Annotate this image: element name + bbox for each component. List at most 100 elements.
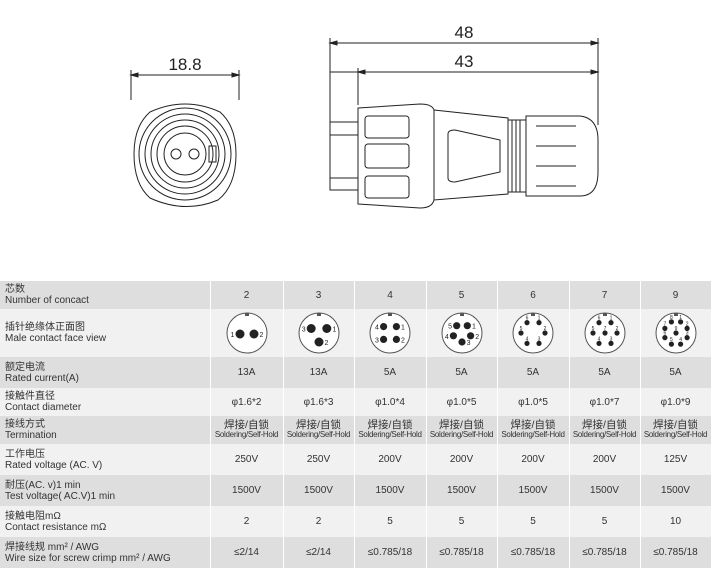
cell: 200V	[497, 444, 570, 475]
cell: 5A	[426, 357, 498, 388]
cell: 5	[354, 506, 427, 537]
face-pin-label: 3	[301, 327, 305, 334]
face-pin-label: 9	[674, 326, 677, 332]
cell: 250V	[210, 444, 284, 475]
face-pin	[235, 329, 244, 339]
face-pin-label: 4	[597, 336, 600, 342]
face-pin	[607, 340, 614, 346]
face-pin	[380, 323, 388, 331]
face-pin-label: 6	[597, 316, 600, 322]
face-pin-label: 1	[230, 332, 234, 339]
face-pin	[536, 320, 542, 326]
face-pin	[466, 332, 474, 340]
face-pin-label: 2	[475, 334, 479, 341]
face-pin-label: 4	[526, 336, 529, 342]
face-pin	[601, 330, 608, 336]
cell: 7	[569, 281, 641, 309]
face-pin	[661, 325, 667, 331]
cell: 1500V	[354, 475, 427, 506]
cell: φ1.6*2	[210, 388, 284, 416]
face-pin	[677, 319, 683, 325]
face-key	[459, 313, 464, 316]
cell: 1500V	[569, 475, 641, 506]
face-pin-label: 1	[538, 316, 541, 322]
cell: 5	[569, 506, 641, 537]
face-pin	[684, 335, 690, 341]
face-pin-label: 1	[679, 315, 682, 321]
cell: 2	[210, 506, 284, 537]
cell: 1500V	[640, 475, 711, 506]
cell: 6	[497, 281, 570, 309]
cell: ≤0.785/18	[497, 537, 570, 568]
face-pin	[668, 319, 674, 325]
face-pin-label: 4	[444, 334, 448, 341]
cell: 5A	[497, 357, 570, 388]
face-pin-label: 5	[591, 326, 594, 332]
cell: 5	[426, 281, 498, 309]
face-pin-label: 6	[526, 316, 529, 322]
face-key	[244, 313, 249, 316]
face-key	[531, 313, 535, 316]
face-pin-label: 3	[685, 331, 688, 337]
face-outline	[369, 312, 411, 354]
cell: φ1.6*3	[283, 388, 355, 416]
face-pin	[672, 330, 679, 336]
face-pin-label: 2	[259, 332, 263, 339]
face-pin-label: 5	[448, 324, 452, 331]
face-pin	[392, 335, 400, 343]
cell: 1500V	[283, 475, 355, 506]
cell: 1500V	[497, 475, 570, 506]
face-pin-label: 3	[538, 336, 541, 342]
face-pin	[542, 330, 548, 336]
technical-drawing: 18.8 48 43	[129, 23, 600, 209]
face-pin-label: 4	[375, 325, 379, 332]
face-pin	[452, 322, 460, 330]
face-key	[673, 313, 678, 316]
cell: 13A	[283, 357, 355, 388]
face-pin	[321, 324, 331, 333]
face-pin	[677, 341, 683, 347]
cell: 1500V	[426, 475, 498, 506]
face-view-5pin: 123 45	[441, 312, 482, 354]
face-pin-label: 2	[615, 326, 618, 332]
face-pin	[518, 330, 524, 336]
face-pin-label: 2	[685, 321, 688, 327]
face-pin-label: 1	[471, 324, 475, 331]
dim-total-length: 48	[455, 23, 474, 42]
face-key	[388, 313, 392, 316]
face-pin-label: 5	[520, 326, 523, 332]
face-pin-label: 2	[324, 340, 328, 347]
face-pin-label: 1	[401, 325, 405, 332]
face-pin	[595, 320, 602, 326]
face-pin	[684, 325, 690, 331]
face-pin	[449, 332, 457, 340]
face-pin	[524, 320, 530, 326]
face-pin-label: 3	[466, 340, 470, 347]
cell: 5A	[354, 357, 427, 388]
cell: ≤0.785/18	[640, 537, 711, 568]
